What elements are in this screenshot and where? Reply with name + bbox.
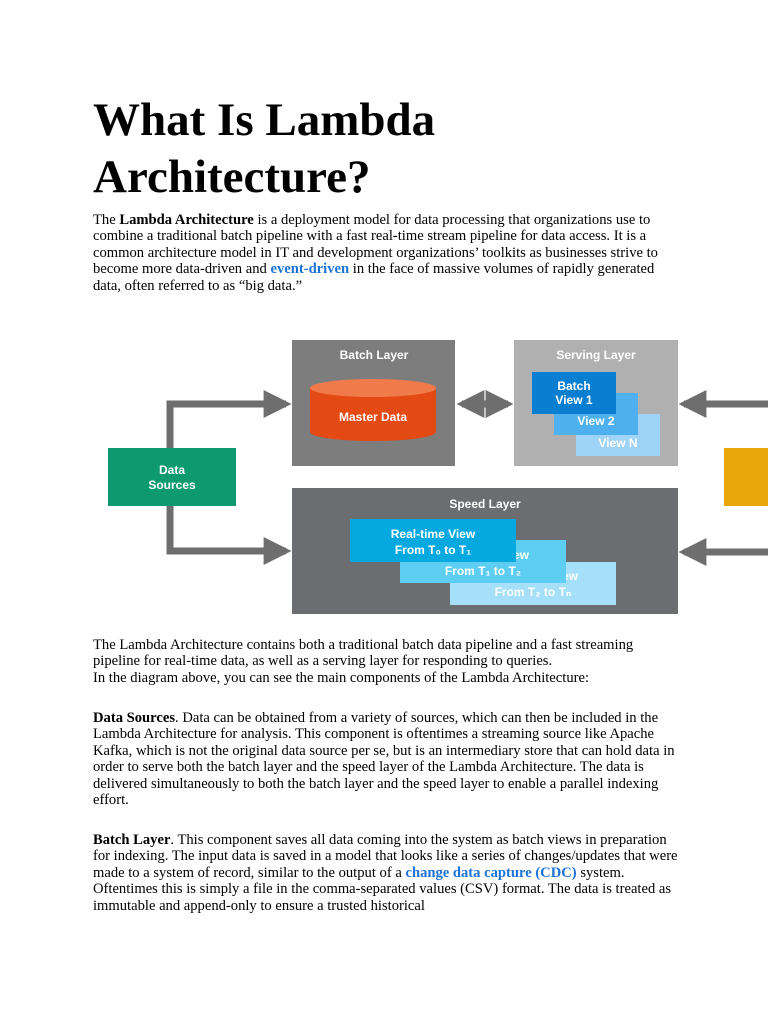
batch-view-1-label-2: View 1 [555,393,592,407]
data-sources-paragraph: Data Sources. Data can be obtained from … [93,710,683,808]
intro-text-3: in the face of massive volumes of rapidl… [93,261,655,294]
batch-layer-text-2: system. Oftentimes this is simply a file… [93,864,672,914]
speed-layer-label: Speed Layer [449,497,521,511]
data-sources-label-1: Data [159,463,185,477]
realtime-view-n-partial: ew [562,569,579,583]
realtime-view-2-label: From T₁ to T₂ [445,564,521,578]
batch-layer-text-1: . This component saves all data coming i… [93,832,678,881]
realtime-view-2-partial: ew [513,548,530,562]
batch-layer-heading: Batch Layer [93,832,171,848]
batch-view-1 [532,372,616,414]
cdc-link[interactable]: change data capture (CDC) [405,864,577,881]
query-box [724,448,768,506]
event-driven-link[interactable]: event-driven [270,261,350,278]
realtime-view-1 [350,519,516,562]
arrow-sources-to-batch [166,390,292,450]
page-title: What Is Lambda Architecture? [93,92,713,206]
lambda-architecture-diagram: Data Sources Batch Layer Master Data Ser… [108,340,768,614]
arrow-sources-to-speed [166,505,292,565]
batch-layer-paragraph: Batch Layer. This component saves all da… [93,832,683,914]
intro-text-2: is a deployment model for data processin… [93,212,658,278]
title-line-2: Architecture? [93,151,371,203]
master-data-cylinder [310,379,436,441]
realtime-view-1-label-1: Real-time View [391,527,476,541]
intro-bold-term: Lambda Architecture [119,212,254,228]
serving-layer-label: Serving Layer [556,348,636,362]
title-line-1: What Is Lambda [93,94,436,146]
overview-text-2: In the diagram above, you can see the ma… [93,669,590,686]
data-sources-label-2: Sources [148,478,196,492]
batch-layer-label: Batch Layer [340,348,409,362]
realtime-view-n-label: From T₂ to Tₙ [495,585,572,599]
view-n-label: View N [598,436,637,450]
realtime-view-1-label-2: From T₀ to T₁ [395,543,471,557]
intro-paragraph: The Lambda Architecture is a deployment … [93,212,683,294]
data-sources-heading: Data Sources [93,710,176,726]
overview-text-1: The Lambda Architecture contains both a … [93,637,634,670]
data-sources-box [108,448,236,506]
intro-text-1: The [93,212,120,228]
data-sources-text: . Data can be obtained from a variety of… [93,710,675,809]
master-data-label: Master Data [339,410,407,424]
view-2-label: View 2 [577,414,614,428]
overview-paragraph: The Lambda Architecture contains both a … [93,637,683,686]
batch-view-1-label-1: Batch [557,379,590,393]
